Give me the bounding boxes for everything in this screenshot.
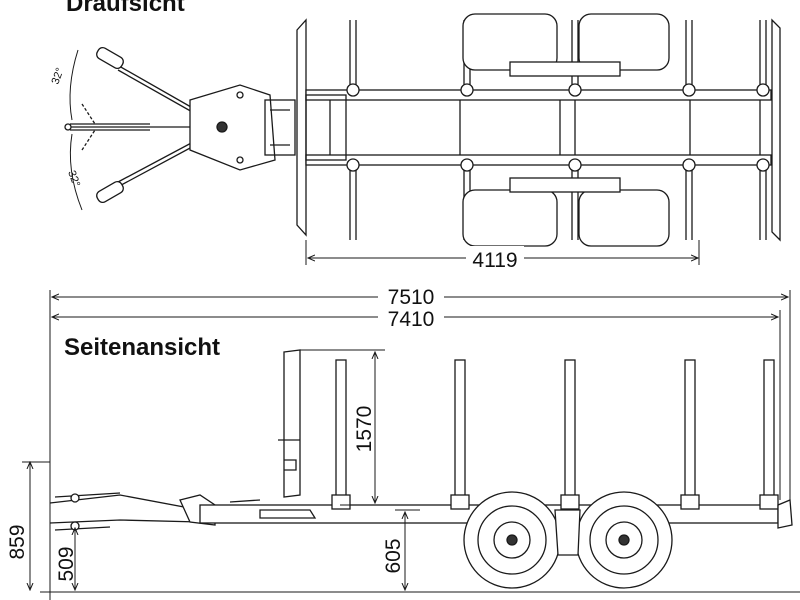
drawbar-top [64,46,296,211]
angle-upper-label: 32° [50,66,67,86]
dim-overall-length-label: 7510 [388,286,435,309]
wheels-top [462,13,670,247]
dim-wheelbase-label: 4119 [472,249,517,272]
dim-frame-height-label: 605 [382,538,405,573]
wheels-side [463,491,673,589]
side-view-title: Seitenansicht [64,334,221,361]
dim-frame-length-label: 7410 [388,308,435,331]
top-view: 32° 32° [50,13,781,265]
dim-vertical [22,349,420,590]
top-view-title: Draufsicht [66,0,185,17]
stakes-top [346,20,770,240]
rear-plate-top [771,18,781,242]
drawbar-side [49,492,216,531]
rear-light-side [777,499,793,529]
angle-lower-label: 32° [65,169,82,189]
dim-stake-height-label: 1570 [353,406,376,453]
dim-overall [49,290,791,600]
stakes-side [331,359,779,510]
dim-overall-height-label: 859 [6,524,29,559]
front-plate-top [296,18,307,237]
front-plate-side [283,349,301,498]
frame-top [305,89,772,166]
side-view [22,349,800,593]
dim-drawbar-height-label: 509 [55,546,78,581]
